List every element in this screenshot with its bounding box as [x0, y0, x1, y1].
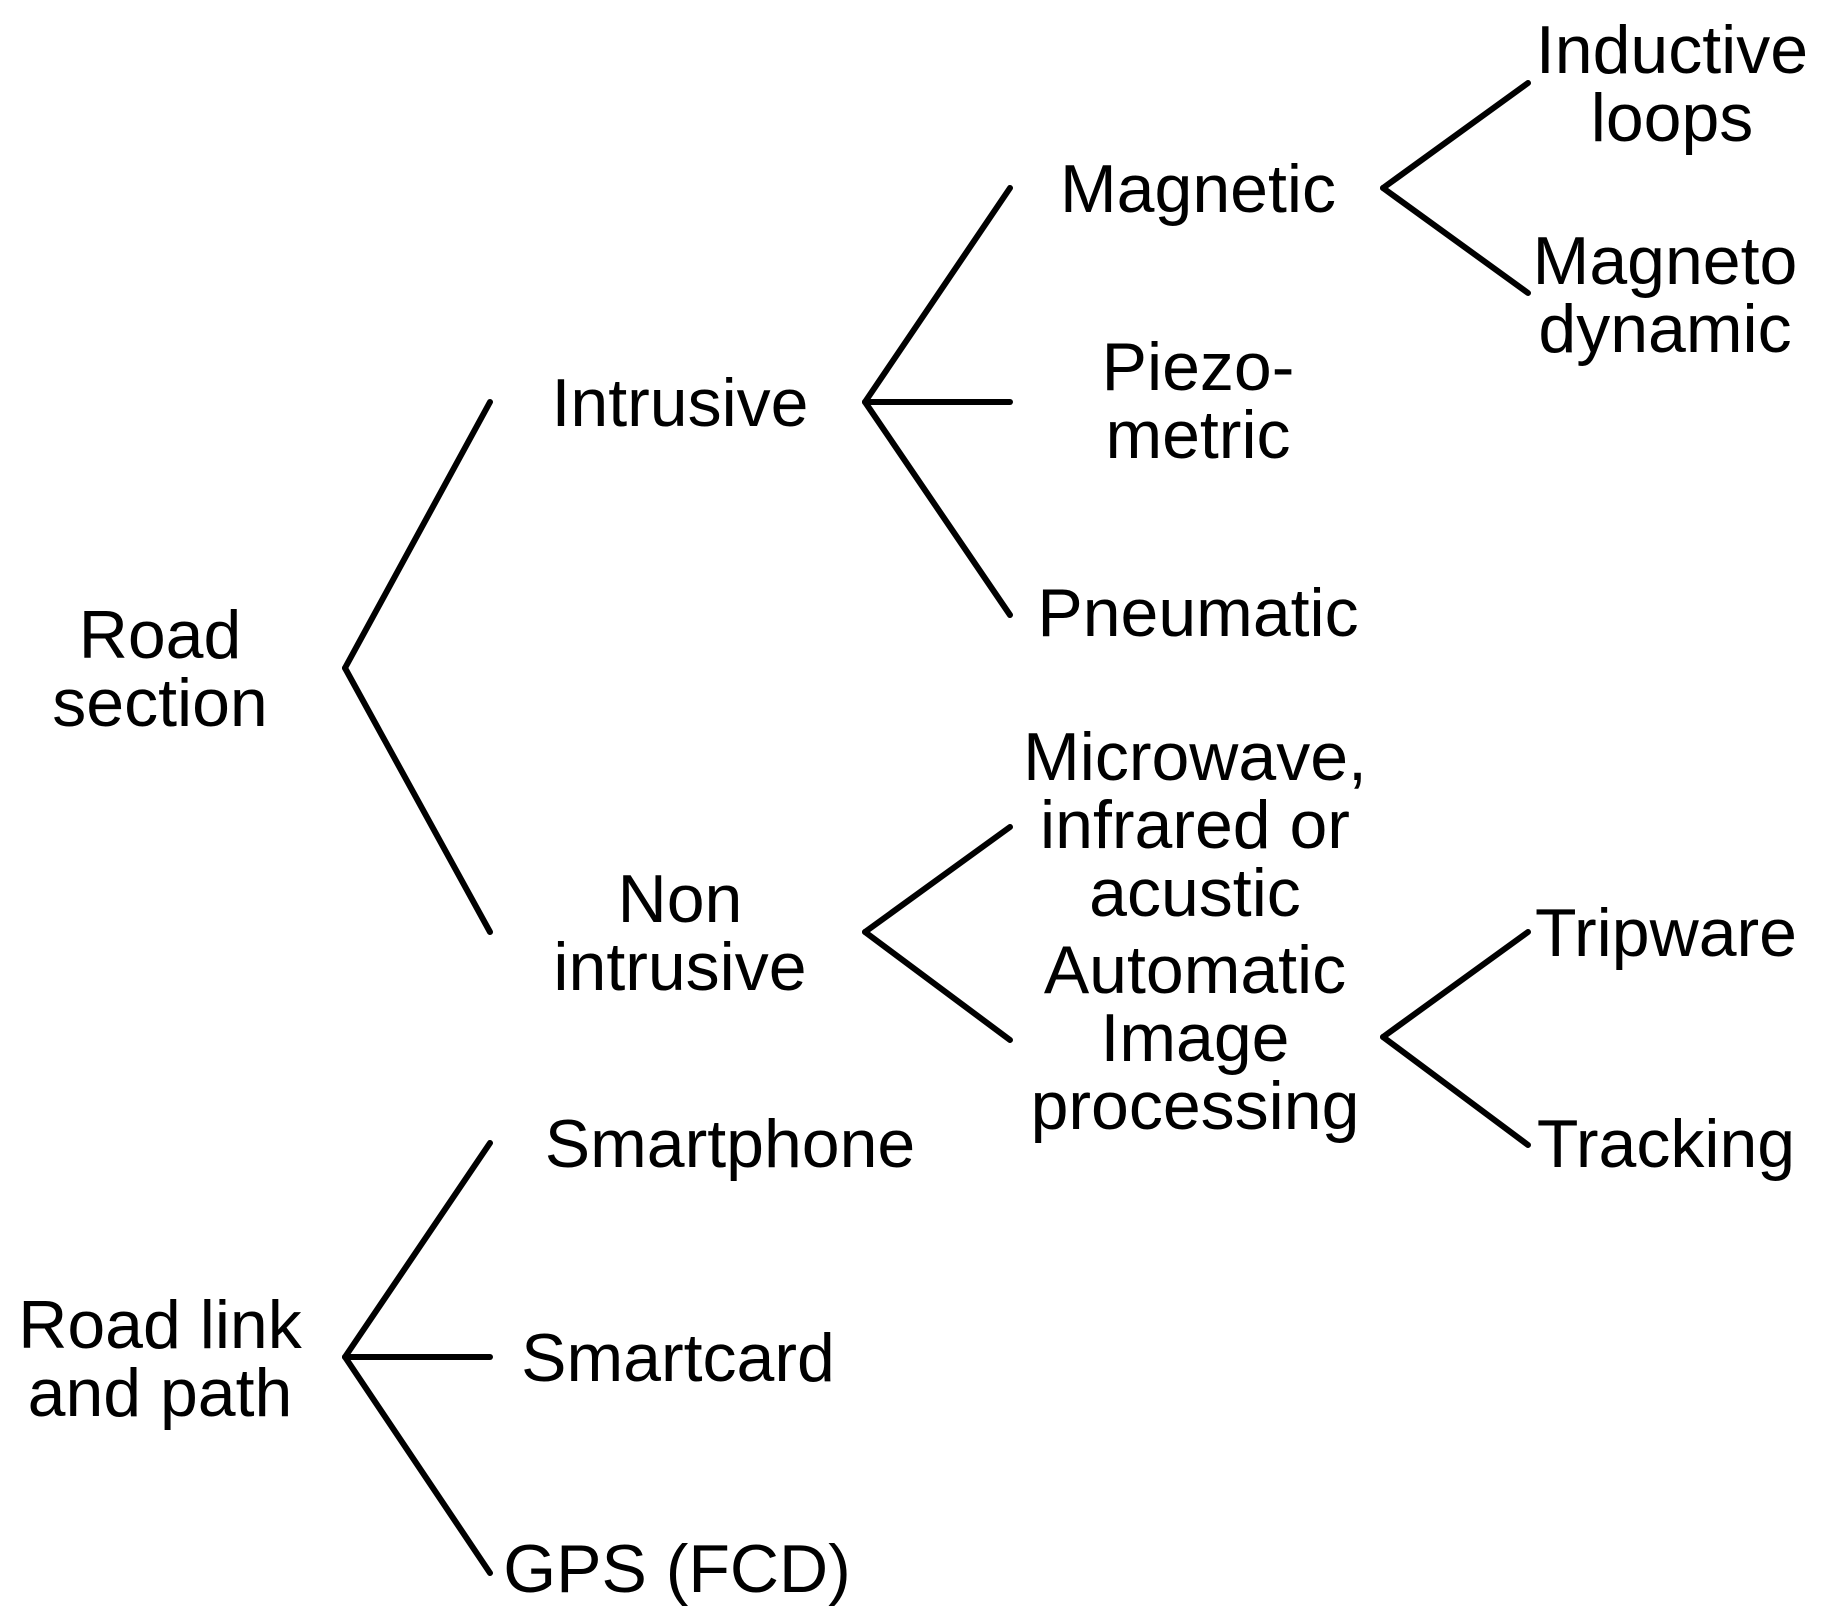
node-microwave-line: Microwave, — [1023, 719, 1367, 795]
node-smartcard-line: Smartcard — [521, 1320, 835, 1396]
node-tripware-line: Tripware — [1535, 895, 1797, 971]
node-tripware: Tripware — [1535, 895, 1797, 971]
node-inductive-loops-line: loops — [1591, 80, 1754, 156]
node-piezometric-line: metric — [1105, 397, 1290, 473]
node-magnetic: Magnetic — [1060, 151, 1336, 227]
node-tracking: Tracking — [1537, 1106, 1795, 1182]
node-pneumatic: Pneumatic — [1037, 575, 1358, 651]
node-pneumatic-line: Pneumatic — [1037, 575, 1358, 651]
node-smartcard: Smartcard — [521, 1320, 835, 1396]
node-microwave-line: acustic — [1089, 855, 1301, 931]
node-magnetic-line: Magnetic — [1060, 151, 1336, 227]
node-tracking-line: Tracking — [1537, 1106, 1795, 1182]
node-automatic-image-line: Automatic — [1044, 932, 1346, 1008]
edge-road-link-path-to-gps-fcd — [342, 1354, 493, 1576]
edge-intrusive-to-magnetic — [862, 185, 1013, 405]
node-road-section-line: Road — [79, 597, 242, 673]
node-non-intrusive-line: Non — [618, 861, 743, 937]
node-magneto-dynamic-line: Magneto — [1533, 223, 1798, 299]
node-road-section-line: section — [52, 665, 267, 741]
node-smartphone-line: Smartphone — [545, 1106, 915, 1182]
node-road-link-path-line: Road link — [18, 1287, 302, 1363]
edge-automatic-image-to-tripware — [1380, 929, 1531, 1040]
edge-magnetic-to-magneto-dynamic — [1380, 185, 1531, 296]
edge-non-intrusive-to-microwave — [862, 824, 1013, 935]
node-microwave-line: infrared or — [1040, 787, 1350, 863]
edge-road-link-path-to-smartphone — [342, 1140, 493, 1360]
node-road-link-path-line: and path — [28, 1355, 293, 1431]
edge-automatic-image-to-tracking — [1380, 1034, 1531, 1148]
node-intrusive: Intrusive — [552, 365, 809, 441]
node-inductive-loops-line: Inductive — [1536, 12, 1808, 88]
edge-non-intrusive-to-automatic-image — [862, 929, 1013, 1043]
node-piezometric: Piezo-metric — [1102, 329, 1295, 473]
node-non-intrusive-line: intrusive — [553, 929, 806, 1005]
edges-layer — [342, 80, 1531, 1576]
node-magneto-dynamic-line: dynamic — [1538, 291, 1791, 367]
edge-magnetic-to-inductive-loops — [1380, 80, 1531, 191]
edge-road-section-to-intrusive — [342, 399, 493, 671]
node-intrusive-line: Intrusive — [552, 365, 809, 441]
edge-road-section-to-non-intrusive — [342, 665, 493, 935]
node-piezometric-line: Piezo- — [1102, 329, 1295, 405]
node-gps-fcd-line: GPS (FCD) — [503, 1531, 851, 1607]
edge-intrusive-to-pneumatic — [862, 399, 1013, 618]
node-automatic-image-line: Image — [1101, 1000, 1290, 1076]
node-smartphone: Smartphone — [545, 1106, 915, 1182]
node-gps-fcd: GPS (FCD) — [503, 1531, 851, 1607]
node-automatic-image-line: processing — [1031, 1068, 1360, 1144]
